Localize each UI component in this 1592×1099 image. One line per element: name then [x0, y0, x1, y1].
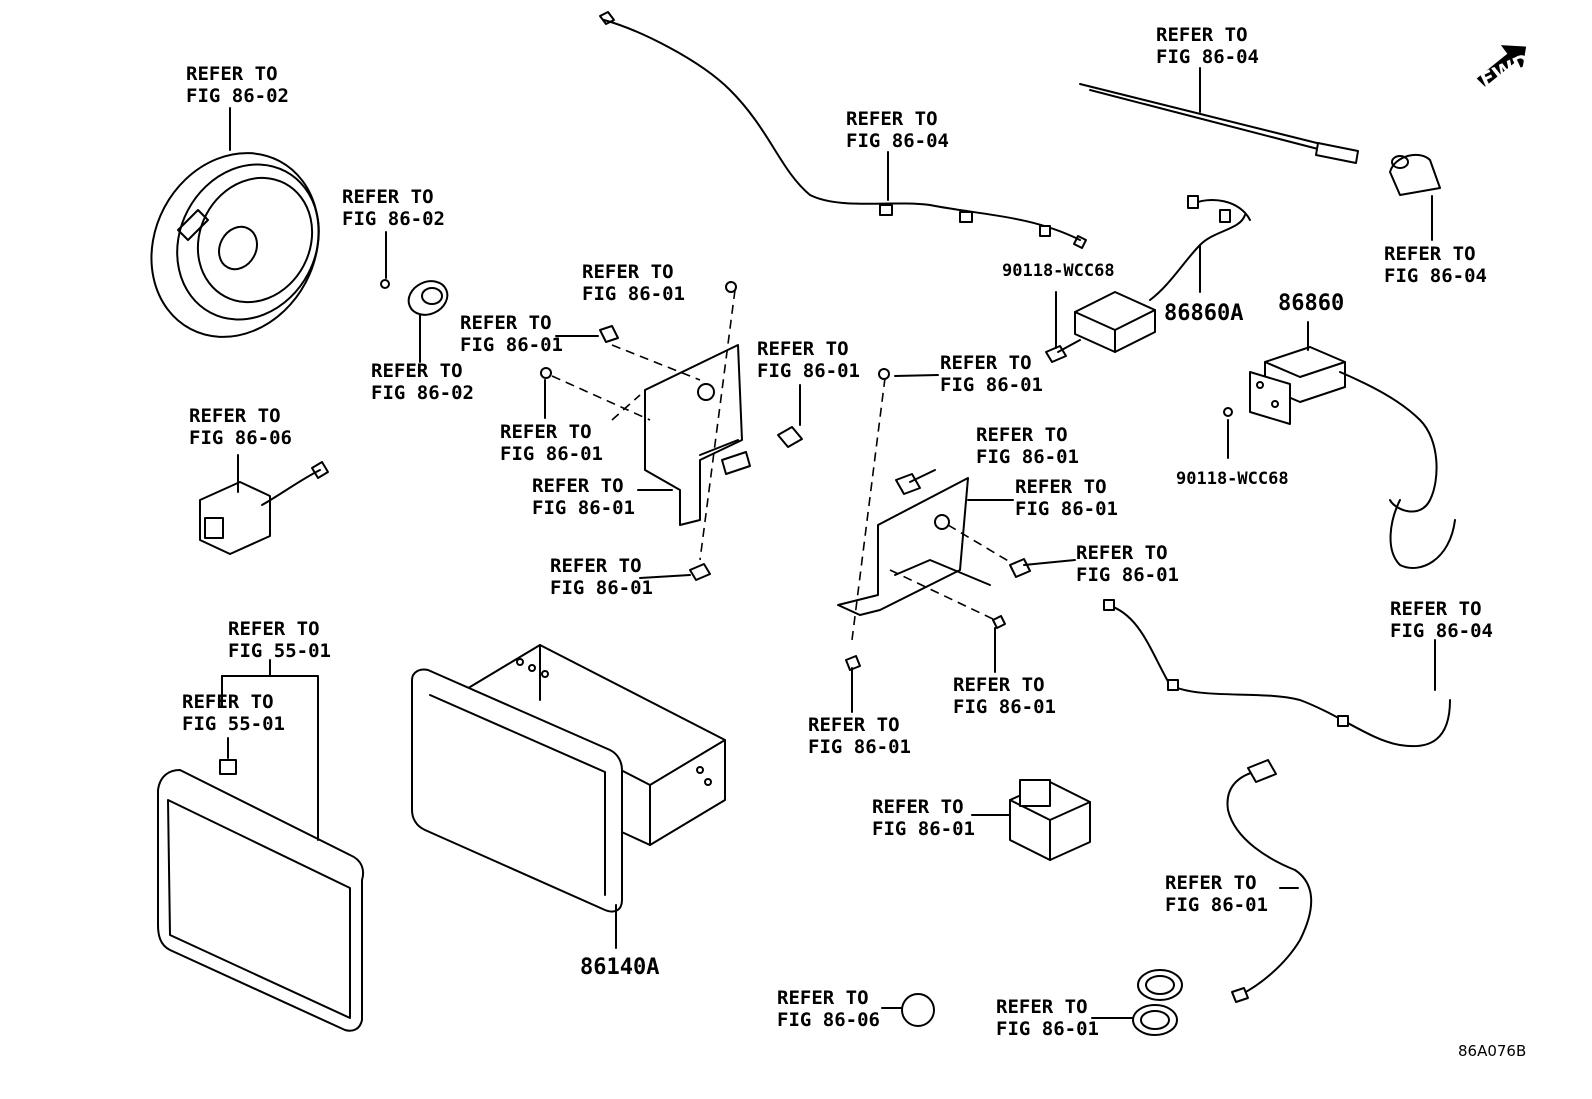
right-bracket-assembly	[837, 368, 1076, 713]
tweeter-part	[380, 231, 449, 363]
left-bracket-assembly	[540, 281, 803, 581]
display-panel	[157, 659, 365, 1032]
clip-part	[881, 993, 935, 1027]
module-86860a	[1045, 195, 1251, 363]
diagram-code: 86A076B	[1458, 1042, 1526, 1060]
part-number-86860: 86860	[1278, 291, 1344, 316]
part-number-bolt: 90118-WCC68	[1176, 469, 1289, 489]
lower-harness	[1103, 599, 1451, 1003]
forward-arrow-icon: FWD	[1476, 45, 1534, 92]
antenna-harness-top	[599, 11, 1087, 249]
switch-part	[971, 779, 1091, 861]
sensor-part	[1091, 969, 1183, 1036]
part-number-bolt: 90118-WCC68	[1002, 261, 1115, 281]
antenna-base	[1389, 153, 1441, 241]
part-number-labels: 86860A 86860 86140A 90118-WCC68 90118-WC…	[580, 261, 1344, 980]
part-number-86860a: 86860A	[1164, 301, 1243, 326]
head-unit-86140a	[411, 644, 726, 949]
part-number-86140a: 86140A	[580, 955, 659, 980]
camera-part	[199, 454, 329, 555]
speaker-part	[150, 107, 320, 338]
forward-direction-label: FWD	[1476, 48, 1534, 92]
rod-antenna	[1079, 67, 1359, 164]
module-86860	[1223, 321, 1456, 569]
